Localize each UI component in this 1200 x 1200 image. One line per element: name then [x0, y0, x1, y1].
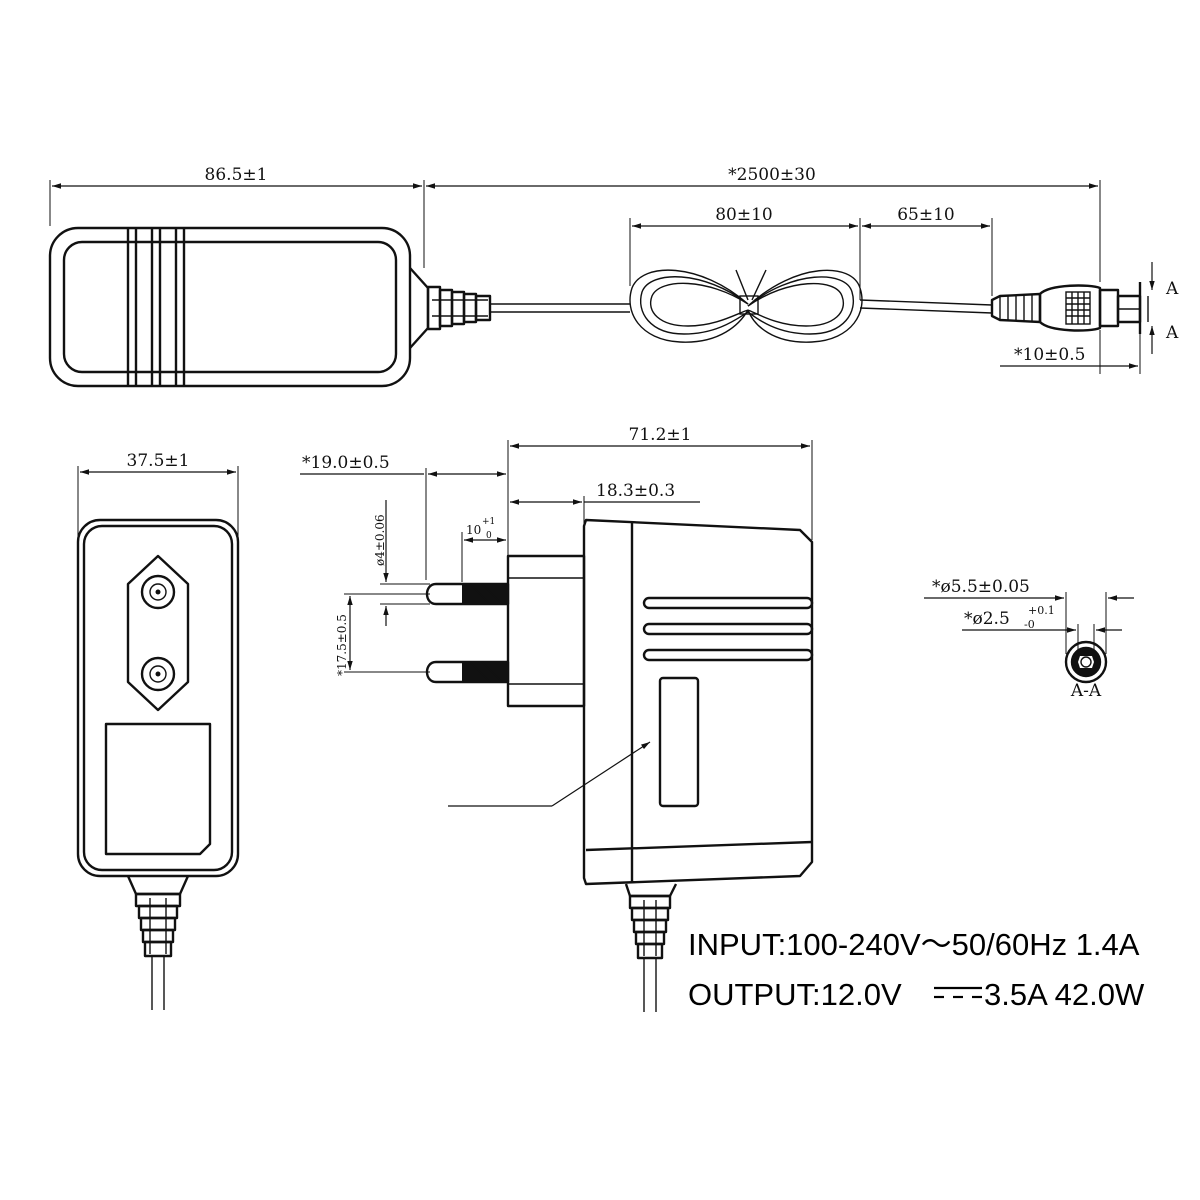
side-label-window	[658, 676, 700, 808]
section-marker-top: A	[1165, 279, 1179, 299]
dim-outer-diameter	[924, 592, 1134, 654]
dim-plug-base-depth	[510, 496, 700, 526]
dim-inner-tol-high: +0.1	[1028, 604, 1055, 617]
pin-upper	[425, 582, 510, 606]
dim-coil-length	[629, 218, 861, 300]
front-view: 37.5±1	[76, 451, 240, 1010]
side-body	[582, 518, 814, 886]
dim-pin-length	[300, 468, 506, 580]
spec-block: INPUT:100-240V～50/60Hz 1.4A OUTPUT:12.0V…	[688, 927, 1145, 1012]
pin-lower	[425, 660, 510, 684]
body-grooves	[126, 228, 186, 386]
dim-cable-length-label: *2500±30	[728, 165, 816, 185]
section-hatch-top	[1072, 648, 1100, 662]
dim-inner-diameter	[962, 624, 1122, 658]
dim-side-depth-label: 71.2±1	[629, 425, 692, 445]
section-label: A-A	[1070, 681, 1102, 701]
dim-pin-spacing-label: *17.5±0.5	[335, 614, 349, 676]
adapter-body-outer	[48, 226, 412, 388]
dim-cable-length	[426, 180, 1101, 282]
side-view: 71.2±1 18.3±0.3 *19.0±0.5 10 +1 0	[300, 425, 814, 1012]
spec-input: INPUT:100-240V～50/60Hz 1.4A	[688, 927, 1140, 962]
dim-outer-diameter-label: *ø5.5±0.05	[932, 577, 1030, 597]
dim-coil-length-label: 80±10	[715, 205, 773, 225]
dim-pin-chamfer	[461, 532, 509, 582]
section-center-pin	[1080, 656, 1092, 668]
adapter-body-inner	[62, 240, 398, 374]
spec-output-suffix: 3.5A 42.0W	[984, 977, 1145, 1012]
dc-plug	[990, 282, 1149, 334]
dim-tip-length-label: *10±0.5	[1014, 345, 1085, 365]
dim-tail-length-label: 65±10	[897, 205, 955, 225]
side-grooves	[642, 596, 814, 662]
pin-top	[140, 574, 176, 610]
dim-pin-diameter	[380, 500, 430, 626]
front-body-outer	[76, 518, 240, 878]
label-leader-line	[448, 741, 651, 807]
dim-inner-tol-low: -0	[1024, 618, 1035, 631]
dim-pin-chamfer-tol: +1	[482, 517, 495, 527]
front-label-area	[104, 722, 212, 856]
cable-top	[490, 299, 993, 314]
spec-output-prefix: OUTPUT:12.0V	[688, 977, 902, 1012]
strain-relief-top	[409, 267, 492, 349]
dim-front-width-label: 37.5±1	[127, 451, 190, 471]
coiled-cable	[629, 269, 863, 343]
strain-relief-front	[126, 875, 190, 958]
dim-pin-chamfer-label: 10	[466, 523, 481, 537]
section-marker-bottom: A	[1165, 323, 1179, 343]
plug-grip	[1065, 291, 1091, 325]
section-outer-ring	[1064, 640, 1108, 684]
section-hatch-bottom	[1072, 662, 1100, 676]
dim-pin-length-label: *19.0±0.5	[302, 453, 390, 473]
top-view: A A 86.5±1 *2500±30 80±10 65±10	[48, 165, 1179, 388]
dc-symbol	[934, 986, 982, 999]
dim-tip-length	[1000, 330, 1141, 374]
front-body-inner	[82, 524, 234, 872]
dim-plug-base-depth-label: 18.3±0.3	[596, 481, 675, 501]
dim-inner-diameter-label: *ø2.5	[964, 609, 1010, 629]
dim-tail-length	[862, 218, 993, 296]
dim-pin-diameter-label: ø4±0.06	[373, 514, 387, 566]
dim-front-width	[77, 466, 239, 536]
dim-body-length-label: 86.5±1	[205, 165, 268, 185]
dim-pin-spacing	[344, 593, 430, 673]
pin-bottom	[140, 656, 176, 692]
strain-relief-side	[624, 883, 678, 960]
euro-plug-outline	[126, 554, 190, 712]
dim-body-length	[49, 180, 425, 268]
section-a-a: *ø5.5±0.05 *ø2.5 +0.1 -0 A-A	[924, 577, 1134, 701]
dim-pin-chamfer-tol-low: 0	[486, 531, 492, 541]
